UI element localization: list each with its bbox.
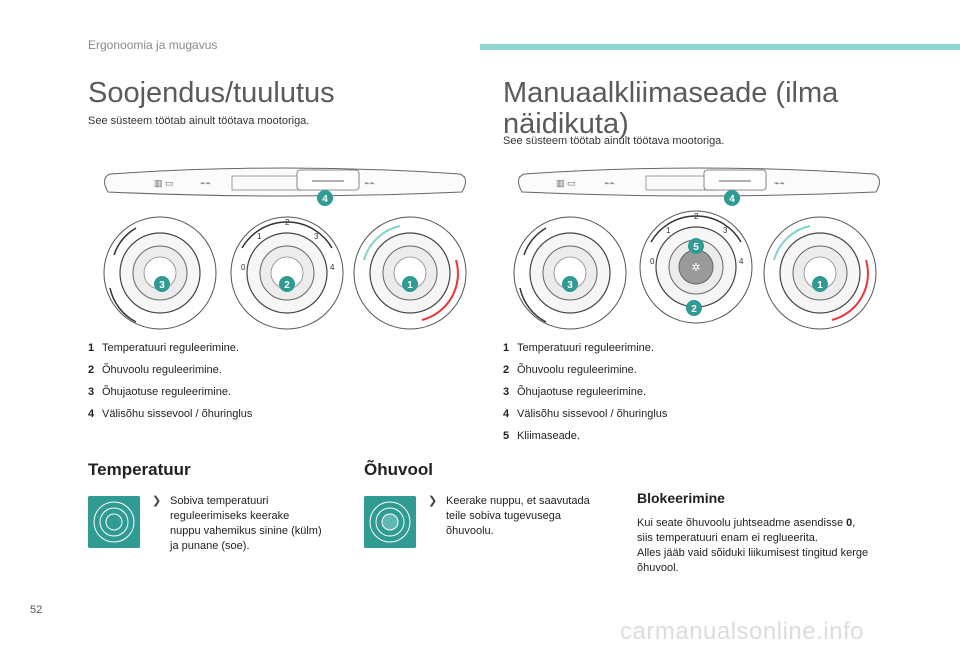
fan-scale-2: 2	[285, 218, 290, 227]
fan-scale-4: 4	[330, 263, 335, 272]
watermark: carmanualsonline.info	[620, 618, 864, 645]
header-bar	[480, 44, 960, 50]
airflow-instructions: ❯Keerake nuppu, et saavutada teile sobiv…	[428, 495, 590, 537]
fan-scale-4: 4	[739, 257, 744, 266]
fan-scale-2: 2	[694, 212, 699, 221]
right-callout-3: 3	[567, 280, 573, 291]
right-callout-4: 4	[729, 194, 735, 205]
temperature-instructions: ❯Sobiva temperatuuri reguleerimiseks kee…	[152, 495, 322, 552]
svg-text:⌁⌁: ⌁⌁	[604, 178, 615, 188]
arrow-bullet-icon: ❯	[152, 495, 162, 507]
fan-scale-1: 1	[257, 232, 262, 241]
svg-text:✲: ✲	[691, 262, 700, 274]
left-callout-3: 3	[159, 280, 165, 291]
right-callout-1: 1	[817, 280, 823, 291]
left-subtitle: See süsteem töötab ainult töötava mootor…	[88, 115, 310, 127]
right-callout-2: 2	[691, 304, 697, 315]
right-callout-5: 5	[693, 242, 699, 253]
temperature-heading: Temperatuur	[88, 460, 191, 479]
left-callout-4: 4	[322, 194, 328, 205]
left-callout-1: 1	[407, 280, 413, 291]
svg-text:⌁⌁: ⌁⌁	[200, 178, 211, 188]
fan-scale-0: 0	[650, 257, 655, 266]
right-subtitle: See süsteem töötab ainult töötava mootor…	[503, 135, 725, 147]
lock-heading: Blokeerimine	[637, 490, 725, 506]
left-title: Soojendus/tuulutus	[88, 77, 335, 109]
arrow-bullet-icon: ❯	[428, 495, 438, 507]
fan-scale-1: 1	[666, 226, 671, 235]
left-callout-2: 2	[284, 280, 290, 291]
airflow-dial-thumbnail	[364, 496, 416, 548]
airflow-heading: Õhuvool	[364, 460, 433, 479]
section-header: Ergonoomia ja mugavus	[88, 38, 218, 52]
right-control-panel-figure: ▥ ▭ ⌁⌁ ⌁⌁ ✲ 0 1 2 3 4 4 5 3 2 1	[513, 167, 880, 330]
fan-scale-0: 0	[241, 263, 246, 272]
lock-text: Kui seate õhuvoolu juhtseadme asendisse …	[637, 517, 869, 574]
fan-scale-3: 3	[723, 226, 728, 235]
temperature-dial-thumbnail	[88, 496, 140, 548]
page-number: 52	[30, 604, 43, 616]
svg-text:▥ ▭: ▥ ▭	[556, 178, 576, 188]
right-title: Manuaalkliimaseade (ilma näidikuta)	[503, 77, 839, 140]
svg-text:⌁⌁: ⌁⌁	[364, 178, 375, 188]
svg-text:▥ ▭: ▥ ▭	[154, 178, 174, 188]
fan-scale-3: 3	[314, 232, 319, 241]
left-control-panel-figure: ▥ ▭ ⌁⌁ ⌁⌁ 0 1 2 3 4 4 3 2 1	[103, 167, 467, 330]
svg-text:⌁⌁: ⌁⌁	[774, 178, 785, 188]
